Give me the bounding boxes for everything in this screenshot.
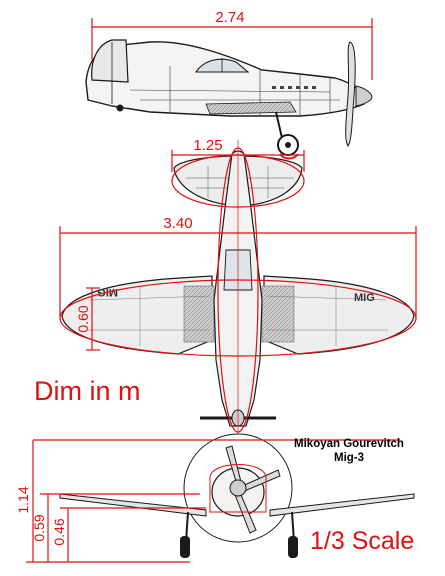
dim-height-total: 1.14 [15, 486, 31, 513]
front-spinner [229, 479, 247, 497]
dim-height-gear: 0.46 [51, 518, 67, 545]
side-propeller [345, 41, 356, 147]
front-wheel-right [288, 536, 298, 558]
aircraft-title: Mikoyan Gourevitch Mig-3 [289, 437, 409, 465]
top-view: MIG MIG [61, 150, 415, 427]
side-view [85, 39, 373, 160]
front-wing [59, 493, 207, 517]
dim-wingspan: 3.40 [163, 215, 192, 232]
dimension-lines [26, 18, 417, 563]
dim-height-wing: 0.59 [31, 514, 47, 541]
dim-wing-chord: 0.60 [75, 305, 91, 332]
wing-marking-right: MIG [354, 292, 375, 304]
scale-label: 1/3 Scale [310, 527, 415, 555]
front-wheel-left [180, 536, 190, 558]
front-view [59, 433, 415, 558]
dim-length: 2.74 [215, 9, 244, 26]
aircraft-name-line1: Mikoyan Gourevitch [294, 438, 404, 450]
dim-tailplane-span: 1.25 [193, 137, 222, 154]
aircraft-name-line2: Mig-3 [333, 452, 365, 464]
units-label: Dim in m [34, 376, 141, 406]
side-spinner [355, 85, 373, 107]
